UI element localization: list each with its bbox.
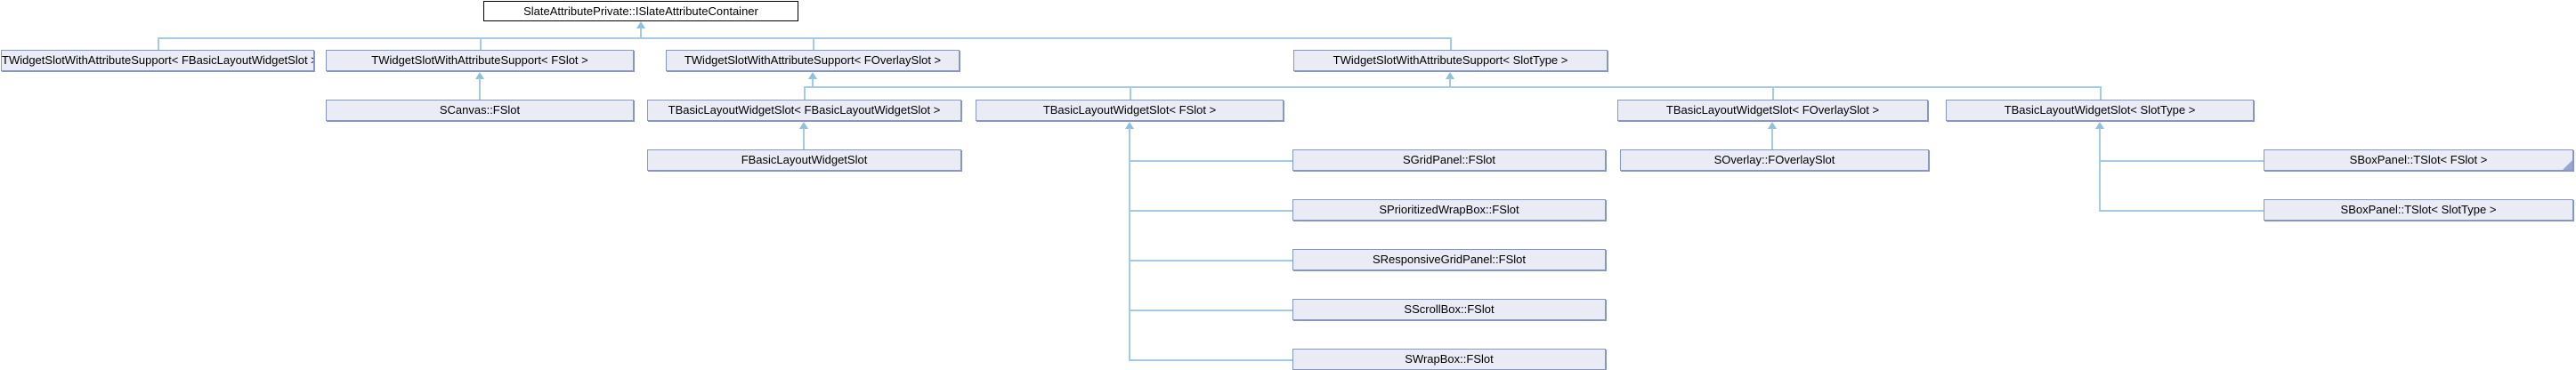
edge-top-bus <box>158 37 1452 39</box>
edge-stub-sboxpanel-slottype <box>2100 210 2264 212</box>
edge-root-stem <box>640 28 642 37</box>
node-sresponsivegridpanel-fslot[interactable]: SResponsiveGridPanel::FSlot <box>1292 249 1606 270</box>
edge-drop-tblws-fslot <box>1130 86 1131 100</box>
arrowhead-to-tblws-fbasic <box>799 122 808 129</box>
edge-drop-twsas-fbasic <box>158 37 159 50</box>
edge-trunk-fslot <box>1129 128 1130 361</box>
edge-stub-sresponsivegridpanel <box>1130 260 1292 261</box>
node-soverlay-foverlayslot[interactable]: SOverlay::FOverlaySlot <box>1620 149 1929 171</box>
arrowhead-to-tblws-slottype <box>2095 122 2104 129</box>
node-sboxpanel-tslot-slottype[interactable]: SBoxPanel::TSlot< SlotType > <box>2264 199 2573 221</box>
node-sgridpanel-fslot[interactable]: SGridPanel::FSlot <box>1292 149 1606 171</box>
edge-drop-twsas-foverlay <box>813 37 814 50</box>
edge-drop-tblws-slottype <box>2100 86 2102 100</box>
node-twidgetslotwithattributesupport-slottype[interactable]: TWidgetSlotWithAttributeSupport< SlotTyp… <box>1293 50 1608 71</box>
node-tbasiclayoutwidgetslot-fbasiclayoutwidgetslot[interactable]: TBasicLayoutWidgetSlot< FBasicLayoutWidg… <box>647 100 961 121</box>
node-twidgetslotwithattributesupport-foverlayslot[interactable]: TWidgetSlotWithAttributeSupport< FOverla… <box>666 50 960 71</box>
node-sscrollbox-fslot[interactable]: SScrollBox::FSlot <box>1292 299 1606 320</box>
edge-mid-bus <box>804 86 2102 88</box>
arrowhead-to-tblws-foverlay <box>1768 122 1777 129</box>
edge-soverlay <box>1771 128 1773 149</box>
node-twidgetslotwithattributesupport-fbasiclayoutwidgetslot[interactable]: TWidgetSlotWithAttributeSupport< FBasicL… <box>1 50 314 71</box>
edge-stem-twsas-slottype <box>1449 78 1451 86</box>
arrowhead-to-twsas-foverlay <box>808 72 817 79</box>
edge-fbasic <box>803 128 805 149</box>
truncated-fold-icon <box>2563 160 2572 170</box>
node-tbasiclayoutwidgetslot-foverlayslot[interactable]: TBasicLayoutWidgetSlot< FOverlaySlot > <box>1617 100 1928 121</box>
edge-drop-tblws-fbasic <box>804 86 806 100</box>
edge-stub-swrapbox <box>1130 359 1292 361</box>
arrowhead-to-twsas-slottype <box>1446 72 1454 79</box>
node-root: SlateAttributePrivate::ISlateAttributeCo… <box>483 1 798 21</box>
edge-stub-sprioritizedwrapbox <box>1130 210 1292 212</box>
node-swrapbox-fslot[interactable]: SWrapBox::FSlot <box>1292 349 1606 370</box>
edge-scanvas <box>479 78 481 100</box>
node-fbasiclayoutwidgetslot[interactable]: FBasicLayoutWidgetSlot <box>647 149 961 171</box>
node-scanvas-fslot[interactable]: SCanvas::FSlot <box>326 100 634 121</box>
node-sprioritizedwrapbox-fslot[interactable]: SPrioritizedWrapBox::FSlot <box>1292 199 1606 221</box>
edge-stub-sgridpanel <box>1130 160 1292 162</box>
edge-stub-sscrollbox <box>1130 310 1292 311</box>
node-label: SBoxPanel::TSlot< FSlot > <box>2349 153 2488 166</box>
edge-drop-tblws-foverlay <box>1772 86 1774 100</box>
edge-stem-twsas-foverlay <box>812 78 814 86</box>
arrowhead-to-root <box>636 21 645 28</box>
edge-drop-twsas-slottype <box>1450 37 1452 50</box>
node-twidgetslotwithattributesupport-fslot[interactable]: TWidgetSlotWithAttributeSupport< FSlot > <box>326 50 634 71</box>
node-tbasiclayoutwidgetslot-slottype[interactable]: TBasicLayoutWidgetSlot< SlotType > <box>1946 100 2254 121</box>
arrowhead-to-tblws-fslot <box>1125 122 1134 129</box>
edge-stub-sboxpanel-fslot <box>2100 160 2264 162</box>
node-sboxpanel-tslot-fslot[interactable]: SBoxPanel::TSlot< FSlot > <box>2264 149 2573 171</box>
arrowhead-to-twsas-fslot <box>475 72 484 79</box>
edge-trunk-slottype <box>2099 128 2101 212</box>
node-tbasiclayoutwidgetslot-fslot[interactable]: TBasicLayoutWidgetSlot< FSlot > <box>976 100 1284 121</box>
edge-drop-twsas-fslot <box>480 37 482 50</box>
